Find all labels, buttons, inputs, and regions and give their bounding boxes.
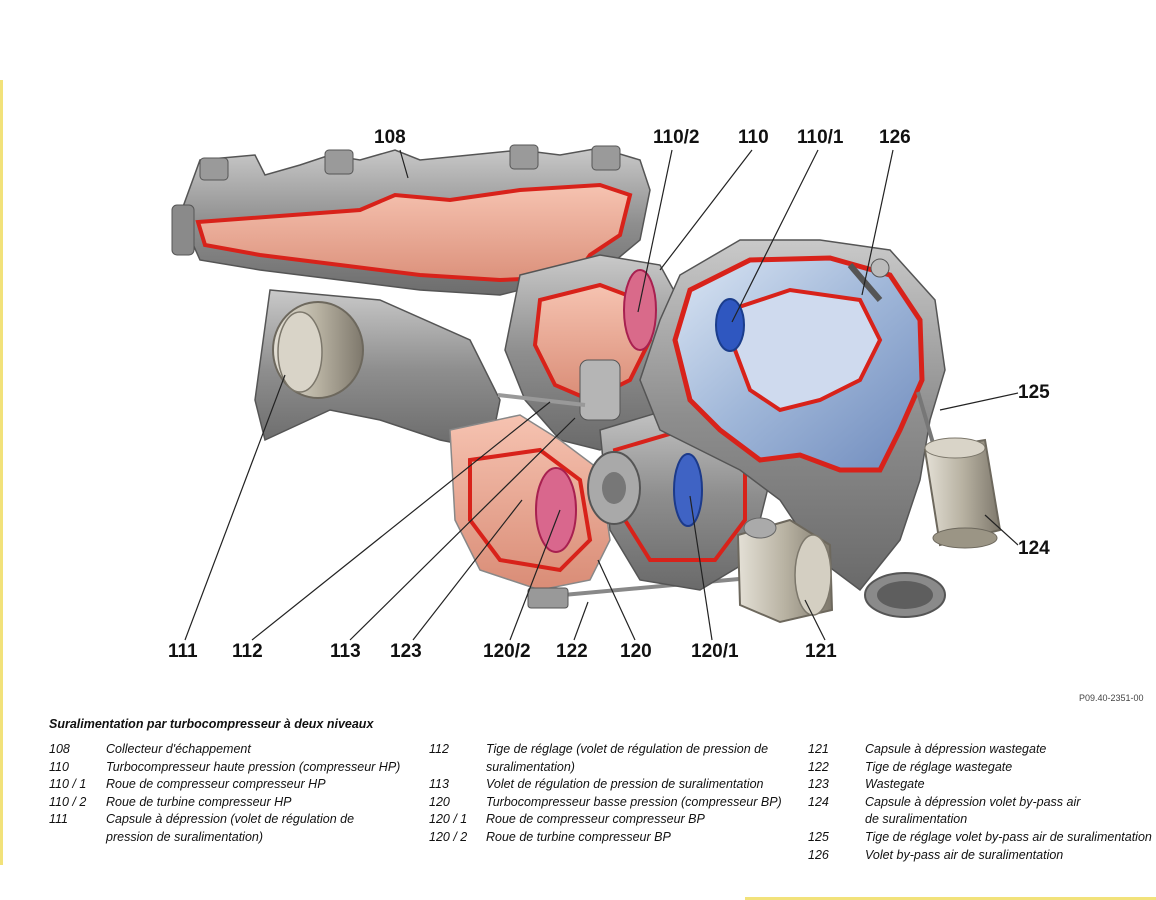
callout-110: 110	[738, 127, 769, 148]
callout-120-1: 120/1	[691, 641, 739, 662]
legend-item: 122 Tige de réglage wastegate	[808, 759, 1153, 777]
legend-item: 121 Capsule à dépression wastegate	[808, 741, 1153, 759]
legend-text: Roue de turbine compresseur HP	[106, 794, 292, 809]
callout-110-1: 110/1	[797, 127, 844, 148]
legend-number: 123	[808, 777, 829, 792]
hp-compressor-housing-shape	[639, 239, 946, 592]
legend-text: Roue de compresseur compresseur HP	[106, 777, 326, 792]
legend-column-1: 108 Collecteur d'échappement 110 Turbocomp…	[49, 741, 419, 847]
legend-item: 110 / 1 Roue de compresseur compresseur H…	[49, 776, 419, 794]
legend-item: 120 / 2 Roue de turbine compresseur BP	[429, 829, 799, 847]
callout-120-2: 120/2	[483, 641, 531, 662]
callout-112: 112	[232, 641, 263, 662]
callout-125: 125	[1018, 382, 1050, 403]
legend-number: 124	[808, 794, 829, 809]
callout-110-2: 110/2	[653, 127, 700, 148]
bottom-accent-bar	[745, 897, 1156, 900]
legend-number: 108	[49, 742, 70, 756]
callout-111: 111	[168, 641, 198, 662]
legend-item: 123 Wastegate	[808, 776, 1153, 794]
wastegate-capsule-121-shape	[736, 517, 834, 624]
callout-126: 126	[879, 127, 911, 148]
legend-item: 120 Turbocompresseur basse pression (comp…	[429, 794, 799, 812]
legend-number: 120	[429, 794, 450, 809]
legend-number: 112	[429, 742, 449, 756]
legend-number: 111	[49, 812, 69, 827]
legend-text: Volet de régulation de pression de sural…	[486, 777, 764, 792]
legend-item: 125 Tige de réglage volet by-pass air de …	[808, 829, 1153, 847]
legend-text: Turbocompresseur haute pression (compres…	[106, 759, 401, 774]
legend-title: Suralimentation par turbocompresseur à d…	[49, 717, 374, 731]
callout-121: 121	[805, 641, 837, 662]
callout-123: 123	[390, 641, 422, 662]
legend-number: 122	[808, 759, 829, 774]
legend-text: Collecteur d'échappement	[106, 742, 251, 756]
legend-text: Tige de réglage (volet de régulation de …	[486, 742, 769, 774]
callout-120: 120	[620, 641, 652, 662]
legend-number: 110	[49, 759, 69, 774]
legend-text: Wastegate	[865, 777, 925, 792]
legend-text: Roue de compresseur compresseur BP	[486, 812, 705, 827]
legend-item: 110 Turbocompresseur haute pression (comp…	[49, 759, 419, 777]
legend-item: 124 Capsule à dépression volet by-pass ai…	[808, 794, 1153, 829]
legend-item: 126 Volet by-pass air de suralimentation	[808, 847, 1153, 865]
bypass-capsule-124-shape	[864, 391, 1002, 618]
legend-text: Tige de réglage wastegate	[865, 759, 1013, 774]
legend-item: 113 Volet de régulation de pression de su…	[429, 776, 799, 794]
legend-text: Roue de turbine compresseur BP	[486, 829, 671, 844]
lp-turbine-housing-shape	[449, 414, 751, 609]
legend-item: 110 / 2 Roue de turbine compresseur HP	[49, 794, 419, 812]
leader-lines	[184, 149, 1019, 641]
adjustment-rod-112-shape	[497, 393, 586, 407]
legend-text: Capsule à dépression wastegate	[865, 742, 1047, 756]
legend-number: 110 / 2	[49, 794, 87, 809]
vacuum-capsule-111-shape	[254, 289, 515, 452]
legend-text: Volet by-pass air de suralimentation	[865, 847, 1064, 862]
legend-item: 120 / 1 Roue de compresseur compresseur B…	[429, 811, 799, 829]
legend-text: Turbocompresseur basse pression (compres…	[486, 794, 782, 809]
left-accent-bar	[0, 80, 3, 865]
legend-number: 110 / 1	[49, 777, 87, 792]
exhaust-manifold-shape	[171, 144, 651, 301]
callout-122: 122	[556, 641, 588, 662]
legend-number: 120 / 2	[429, 829, 468, 844]
figure-reference: P09.40-2351-00	[1079, 693, 1144, 703]
legend-text: Capsule à dépression volet by-pass air d…	[865, 794, 1081, 827]
legend-item: 112 Tige de réglage (volet de régulation …	[429, 741, 799, 776]
legend-number: 120 / 1	[429, 812, 468, 827]
legend-item: 108 Collecteur d'échappement	[49, 741, 419, 759]
callout-108: 108	[374, 127, 406, 148]
legend-text: Tige de réglage volet by-pass air de sur…	[865, 829, 1152, 844]
legend-item: 111 Capsule à dépression (volet de régula…	[49, 811, 419, 846]
legend-column-2: 112 Tige de réglage (volet de régulation …	[429, 741, 799, 847]
legend-number: 113	[429, 777, 449, 792]
callout-113: 113	[330, 641, 361, 662]
legend-number: 125	[808, 829, 829, 844]
turbocharger-cutaway-illustration: 108 110/2 110 110/1 126 125 124 111 112 …	[168, 127, 1050, 662]
legend-text: Capsule à dépression (volet de régulatio…	[106, 812, 355, 844]
callout-124: 124	[1018, 538, 1050, 559]
legend-number: 121	[808, 742, 829, 756]
legend-number: 126	[808, 847, 829, 862]
